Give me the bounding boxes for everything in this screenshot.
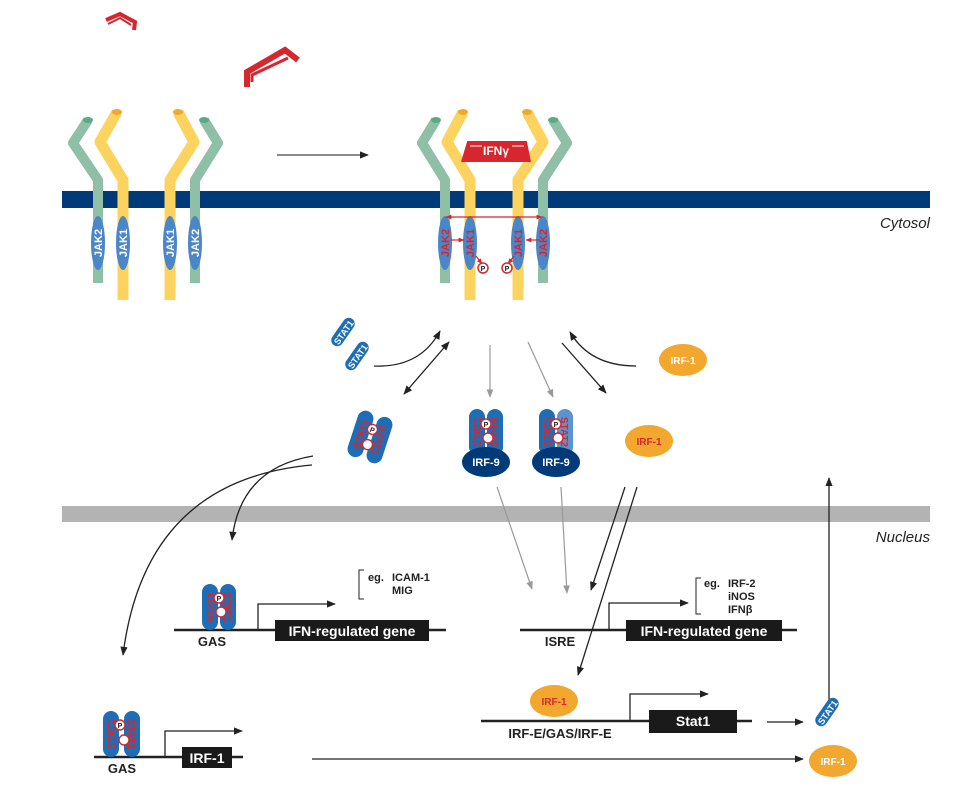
svg-text:IFNγ: IFNγ [483,144,509,158]
svg-text:MIG: MIG [392,585,413,597]
isre-arrow-2 [560,486,570,594]
svg-text:P: P [118,723,123,730]
plasma-membrane [62,191,930,208]
gas-label: GAS [198,634,227,649]
svg-text:JAK1: JAK1 [513,229,525,257]
svg-text:JAK2: JAK2 [93,229,105,257]
svg-text:IFN-regulated gene: IFN-regulated gene [641,623,768,639]
irf1-nuclear [530,685,578,717]
jak2-right [188,216,202,270]
ifn-ligand-large [244,46,300,87]
receptor-activated: IFNγ JAK2 JAK1 JAK1 JAK2 P P [417,109,572,300]
svg-text:P: P [481,266,486,273]
svg-text:JAK1: JAK1 [465,229,477,257]
svg-text:STAT1: STAT1 [543,416,554,447]
nuclear-membrane [62,506,930,522]
receptor-resting: JAK2 JAK1 JAK1 JAK2 [68,109,223,300]
svg-text:iNOS: iNOS [728,591,755,603]
irf1-product: IRF-1 [809,745,857,777]
irfe-label: IRF-E/GAS/IRF-E [508,726,612,741]
svg-text:P: P [554,422,559,429]
svg-text:eg.: eg. [704,578,720,590]
nucleus-label: Nucleus [876,529,931,546]
gas-translocation-arrow [229,455,314,541]
svg-text:IRF-1: IRF-1 [190,750,225,766]
phospho-left [477,262,489,274]
stat1-homodimer-cytoplasm: STAT1 STAT1 P [347,410,393,464]
ifn-gamma-bound: IFNγ [461,141,531,163]
phospho-right [501,262,513,274]
svg-text:IRF-9: IRF-9 [542,457,570,469]
svg-text:JAK1: JAK1 [118,229,130,257]
stat1-product: STAT1 [815,697,840,727]
isre-label: ISRE [545,634,576,649]
irf1-cytoplasm-activated: IRF-1 [625,425,673,457]
svg-text:P: P [484,422,489,429]
ifn-ligand-small [105,11,138,31]
svg-text:STAT1: STAT1 [473,416,484,447]
svg-text:ICAM-1: ICAM-1 [392,572,430,584]
svg-text:IRF-1: IRF-1 [637,437,662,448]
jak2-left [91,216,105,270]
irf9 [462,447,510,477]
svg-text:JAK2: JAK2 [190,229,202,257]
irf1-gene: STAT1 STAT1 P GAS IRF-1 [94,711,243,776]
svg-text:IRF-2: IRF-2 [728,578,756,590]
svg-text:IFN-regulated gene: IFN-regulated gene [289,623,416,639]
irf9 [532,447,580,477]
svg-text:P: P [217,596,222,603]
svg-text:STAT1: STAT1 [107,718,118,749]
svg-text:STAT2: STAT2 [558,417,569,448]
svg-text:eg.: eg. [368,572,384,584]
svg-text:IRF-9: IRF-9 [472,457,500,469]
stat1-stat2-irf9-complex: STAT1 STAT2 P IRF-9 [532,409,580,477]
cytosol-label: Cytosol [880,215,931,232]
svg-text:P: P [369,427,376,435]
gas-label-irf1: GAS [108,761,137,776]
svg-text:JAK2: JAK2 [538,229,550,257]
svg-text:IRF-1: IRF-1 [542,697,567,708]
isgf3-arrow-2 [527,341,554,398]
stat1-recruit-arrow [373,330,441,367]
svg-text:IFNβ: IFNβ [728,604,753,616]
svg-text:IRF-1: IRF-1 [671,356,696,367]
irf1-gene-translocation-arrow [120,464,313,656]
irf1-cytoplasm-top: IRF-1 [659,344,707,376]
jak1-left [116,216,130,270]
stat1-stat1-irf9-complex: STAT1 STAT1 P IRF-9 [462,409,510,477]
svg-text:STAT1: STAT1 [206,591,217,622]
svg-text:STAT1: STAT1 [125,719,136,750]
stat1-monomers: STAT1 STAT1 [331,317,370,371]
svg-text:JAK1: JAK1 [165,229,177,257]
isre-arrow-1 [496,486,533,590]
irf1-isre-arrow [590,486,626,591]
svg-text:JAK2: JAK2 [440,229,452,257]
stat1-release-arrow [403,341,450,395]
irf1-release-arrow [561,342,607,394]
stat1-gene: IRF-1 IRF-E/GAS/IRF-E Stat1 [481,685,752,741]
svg-text:STAT1: STAT1 [488,417,499,448]
svg-text:P: P [505,266,510,273]
jak1-right [163,216,177,270]
isre-ifn-regulated-gene: ISRE IFN-regulated gene eg. IRF-2 iNOS I… [520,577,797,649]
svg-text:STAT1: STAT1 [221,592,232,623]
irf1-stat1-gene-arrow [576,486,638,676]
irf1-recruit-arrow [569,331,637,367]
gas-ifn-regulated-gene: STAT1 STAT1 P GAS IFN-regulated gene eg.… [174,569,446,649]
svg-text:IRF-1: IRF-1 [821,757,846,768]
svg-text:Stat1: Stat1 [676,713,710,729]
